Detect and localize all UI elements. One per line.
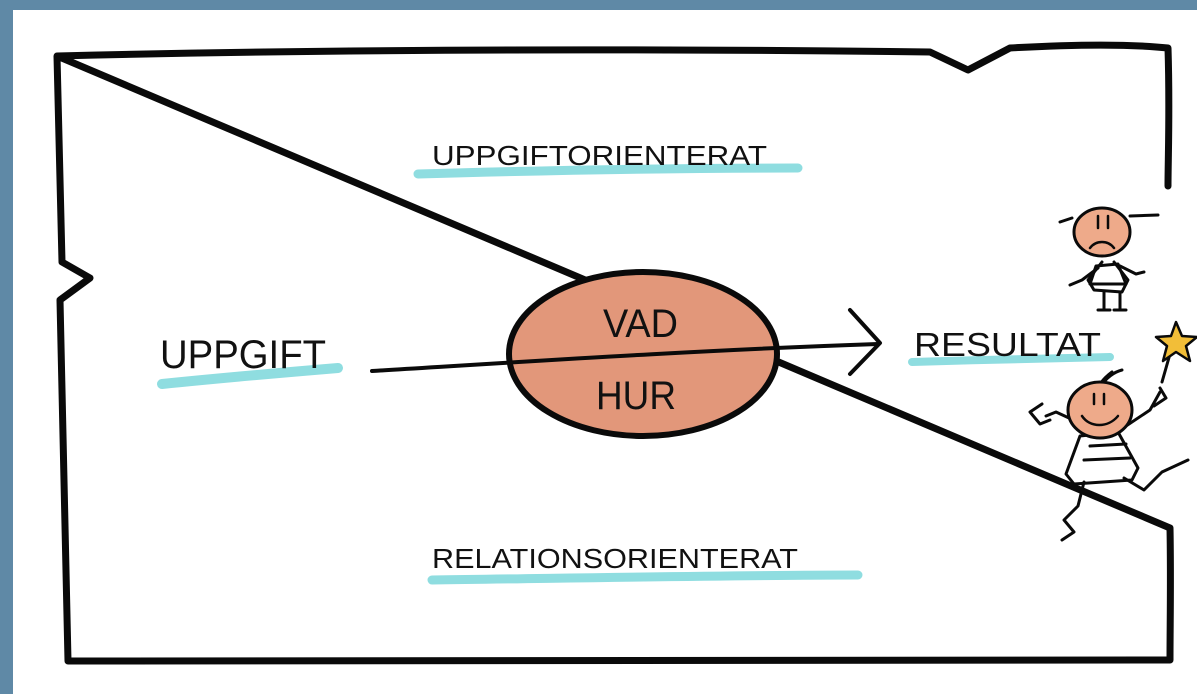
highlight-uppgiftorienterat — [413, 163, 803, 179]
top-frame-bar — [0, 0, 1197, 10]
happy-person-icon — [1028, 352, 1190, 542]
label-hur: HUR — [596, 374, 676, 418]
sad-person-icon — [1058, 206, 1160, 312]
hand-drawn-border — [53, 41, 1174, 665]
diagram-svg: UPPGIFTORIENTERAT UPPGIFT VAD HUR RESULT… — [53, 41, 1197, 665]
highlight-uppgift — [157, 363, 343, 389]
left-frame-bar — [0, 0, 13, 694]
label-uppgiftorienterat: UPPGIFTORIENTERAT — [432, 140, 767, 171]
process-arrow-line — [370, 342, 880, 373]
label-resultat: RESULTAT — [914, 326, 1101, 363]
label-relationsorienterat: RELATIONSORIENTERAT — [432, 543, 798, 574]
star-wand-icon — [1154, 320, 1197, 363]
diagram-canvas: UPPGIFTORIENTERAT UPPGIFT VAD HUR RESULT… — [13, 10, 1197, 694]
label-vad: VAD — [603, 302, 678, 346]
label-uppgift: UPPGIFT — [160, 333, 326, 377]
highlight-resultat — [908, 353, 1114, 366]
highlight-relationsorienterat — [427, 570, 863, 585]
process-arrowhead — [848, 308, 882, 376]
